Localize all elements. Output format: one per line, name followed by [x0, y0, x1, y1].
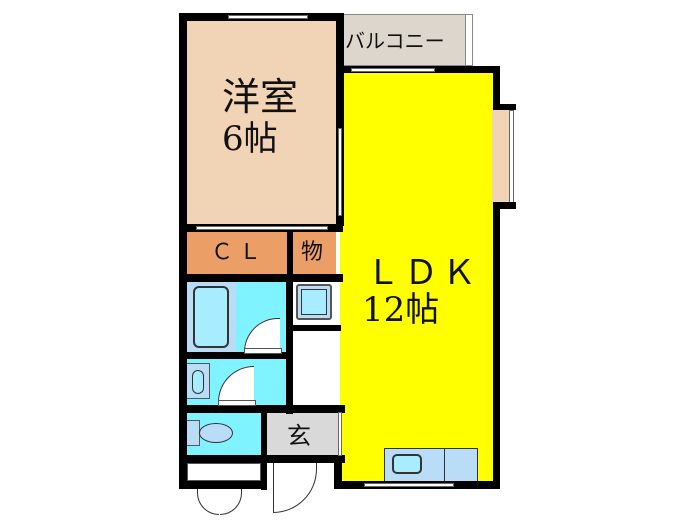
balcony-label: バルコニー	[345, 29, 445, 53]
bay-window-glass	[509, 110, 514, 204]
ldk-lower	[340, 225, 350, 480]
front-door-icon	[273, 463, 317, 513]
toilet-tank	[186, 420, 200, 446]
wall	[493, 202, 516, 209]
wall	[179, 481, 267, 489]
wall	[261, 405, 267, 490]
entrance	[266, 411, 342, 457]
wall	[179, 274, 343, 282]
bathtub-icon	[193, 286, 229, 348]
wall	[286, 274, 293, 414]
entrance-step	[338, 412, 342, 456]
bath-door-frame	[244, 348, 282, 354]
wall	[334, 455, 342, 489]
window-ldk-top	[351, 68, 435, 72]
balcony-rail	[465, 14, 473, 66]
wall	[179, 352, 293, 359]
storage-label: 物	[301, 240, 324, 265]
window-closet	[196, 226, 328, 230]
double-door-left-icon	[197, 489, 219, 515]
kitchen-divider	[444, 448, 445, 482]
entrance-label: 玄	[287, 422, 311, 450]
double-door-right-icon	[220, 489, 242, 515]
western-room-label: 洋室	[222, 75, 299, 119]
wall	[179, 455, 345, 463]
bay-window	[492, 108, 514, 206]
western-room	[186, 20, 336, 225]
western-room-size: 6帖	[222, 119, 278, 159]
storage-bottom	[187, 463, 261, 481]
balcony	[343, 14, 470, 66]
closet-label: ＣＬ	[211, 240, 268, 265]
sink-icon	[192, 370, 204, 394]
closet	[186, 231, 288, 275]
washing-machine-inner	[301, 289, 327, 315]
window-ldk-bottom	[364, 483, 454, 487]
toilet-icon	[199, 423, 233, 443]
window-western-top	[228, 15, 308, 19]
wall	[293, 325, 341, 331]
ldk-room	[344, 72, 494, 482]
window-interior	[338, 128, 342, 216]
kitchen-sink-icon	[392, 454, 422, 474]
wall	[287, 231, 293, 275]
washroom-door-frame	[218, 400, 256, 406]
wall	[493, 104, 516, 110]
storage	[292, 231, 336, 275]
wall	[336, 13, 344, 226]
ldk-size: 12帖	[362, 290, 440, 330]
wall	[179, 13, 187, 488]
wall	[493, 202, 500, 489]
wall	[493, 66, 500, 110]
ldk-label: ＬＤＫ	[366, 253, 480, 293]
